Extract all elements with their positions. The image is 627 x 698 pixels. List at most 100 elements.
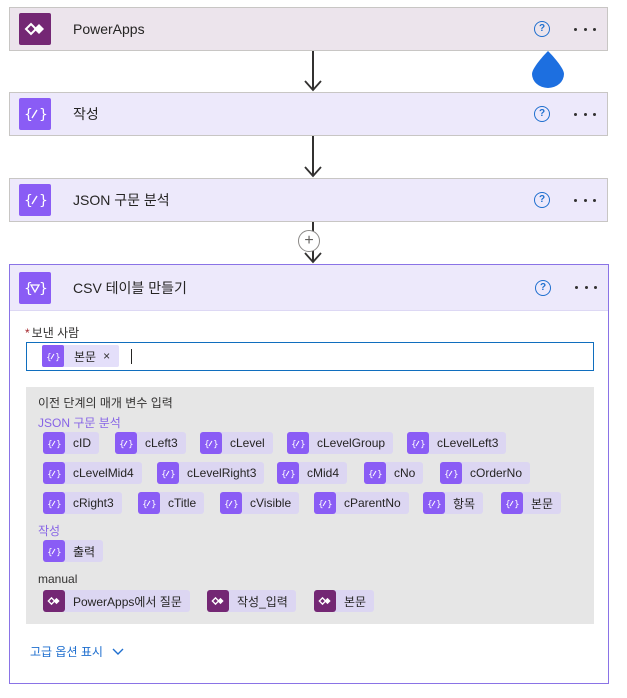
chip-label: 작성_입력 [237,594,288,609]
dynamic-chip[interactable]: 본문 [314,590,375,612]
dynamic-chip[interactable]: 작성_입력 [207,590,296,612]
flow-connector [312,51,314,90]
dynamic-chip[interactable]: {}cVisible [220,492,300,514]
svg-text:}: } [170,470,175,479]
svg-text:{: { [318,500,324,509]
svg-text:{: { [46,353,52,362]
dynamic-chip[interactable]: {}cLevelRight3 [157,462,265,484]
step-card-compose[interactable]: {} 작성 ? [9,92,608,136]
svg-text:}: } [420,440,425,449]
help-icon[interactable]: ? [535,279,551,296]
variable-icon: {} [115,432,137,454]
more-options-icon[interactable] [574,196,596,204]
arrow-down-icon [304,80,322,92]
dynamic-chip[interactable]: {}cMid4 [277,462,348,484]
variable-icon: {} [220,492,242,514]
svg-text:{: { [24,193,33,209]
svg-text:{: { [119,440,125,449]
more-options-icon[interactable] [575,284,597,292]
svg-text:{: { [444,470,450,479]
dynamic-content-panel: 이전 단계의 매개 변수 입력 JSON 구문 분석 {}cID {}cLeft… [26,387,594,624]
token-label: 본문 [74,349,97,364]
token-body[interactable]: {} 본문 × [42,345,119,367]
from-input[interactable]: {} 본문 × [26,342,594,371]
svg-text:}: } [514,500,519,509]
variable-icon: {} [138,492,160,514]
dynamic-chip[interactable]: {}항목 [423,492,484,514]
chip-label: cParentNo [344,496,401,510]
dynamic-chip[interactable]: {} cNo [364,462,424,484]
powerapps-icon [43,590,65,612]
chip-label: cOrderNo [470,466,523,480]
token-remove-icon[interactable]: × [103,349,111,363]
dynamic-chip[interactable]: {}본문 [501,492,562,514]
variable-icon: {} [157,462,179,484]
arrow-down-icon [304,252,322,264]
section-label-manual: manual [38,572,78,586]
svg-text:}: } [56,500,61,509]
powerapps-icon [207,590,229,612]
help-icon[interactable]: ? [534,21,550,37]
step-card-create-csv: {} CSV 테이블 만들기 ? *보낸 사람 {} 본문 × 이전 단계의 매… [9,264,609,684]
dynamic-chip[interactable]: {}cID [43,432,99,454]
chip-label: 본문 [344,594,367,609]
variable-icon: {} [43,492,65,514]
insert-step-button[interactable]: + [298,230,320,252]
dynamic-chip[interactable]: {} cOrderNo [440,462,531,484]
svg-text:}: } [151,500,156,509]
dynamic-chip[interactable]: {} cLevelMid4 [43,462,142,484]
show-advanced-options-link[interactable]: 고급 옵션 표시 [30,643,124,660]
powerapps-icon [314,590,336,612]
svg-text:{: { [224,500,230,509]
dynamic-chip[interactable]: PowerApps에서 질문 [43,590,190,612]
csv-step-header[interactable]: {} CSV 테이블 만들기 ? [10,265,608,311]
svg-text:{: { [505,500,511,509]
variable-icon: {} [407,432,429,454]
step-title: JSON 구문 분석 [73,192,170,208]
dynamic-chip[interactable]: {}cLeft3 [115,432,186,454]
svg-text:}: } [213,440,218,449]
svg-text:}: } [436,500,441,509]
variable-icon: {} [42,345,64,367]
svg-text:{: { [142,500,148,509]
dynamic-chip[interactable]: {} cRight3 [43,492,122,514]
more-options-icon[interactable] [574,110,596,118]
svg-text:}: } [39,193,47,209]
variable-icon: {} [501,492,523,514]
variable-icon: {} [43,540,65,562]
variable-icon: {} [314,492,336,514]
dynamic-chip[interactable]: {} cParentNo [314,492,409,514]
section-label-json: JSON 구문 분석 [38,416,121,430]
svg-text:{: { [281,470,287,479]
chevron-down-icon [112,648,124,655]
dynamic-chip[interactable]: {}cTitle [138,492,205,514]
chip-label: cLevelMid4 [73,466,134,480]
svg-text:{: { [411,440,417,449]
variable-icon: {} [364,462,386,484]
help-icon[interactable]: ? [534,192,550,208]
chip-label: cID [73,436,91,450]
arrow-down-icon [304,166,322,178]
svg-text:}: } [327,500,332,509]
svg-text:}: } [300,440,305,449]
variable-icon: {} [200,432,222,454]
dynamic-chip[interactable]: {}cLevelGroup [287,432,394,454]
step-card-parse-json[interactable]: {} JSON 구문 분석 ? [9,178,608,222]
chip-label: cNo [394,466,416,480]
svg-text:{: { [47,470,53,479]
dynamic-chip[interactable]: {}출력 [43,540,104,562]
variable-icon: {} [43,462,65,484]
dynamic-chip[interactable]: {}cLevelLeft3 [407,432,507,454]
csv-table-icon: {} [19,271,51,304]
svg-text:}: } [453,470,458,479]
dynamic-chip[interactable]: {}cLevel [200,432,273,454]
powerapps-icon [19,13,51,45]
svg-text:}: } [39,281,47,297]
text-caret [131,349,132,364]
drop-handle-icon[interactable] [531,50,565,88]
step-card-powerapps[interactable]: PowerApps ? [9,7,608,51]
chip-label: cRight3 [73,496,114,510]
more-options-icon[interactable] [574,25,596,33]
svg-text:{: { [47,440,53,449]
help-icon[interactable]: ? [534,106,550,122]
